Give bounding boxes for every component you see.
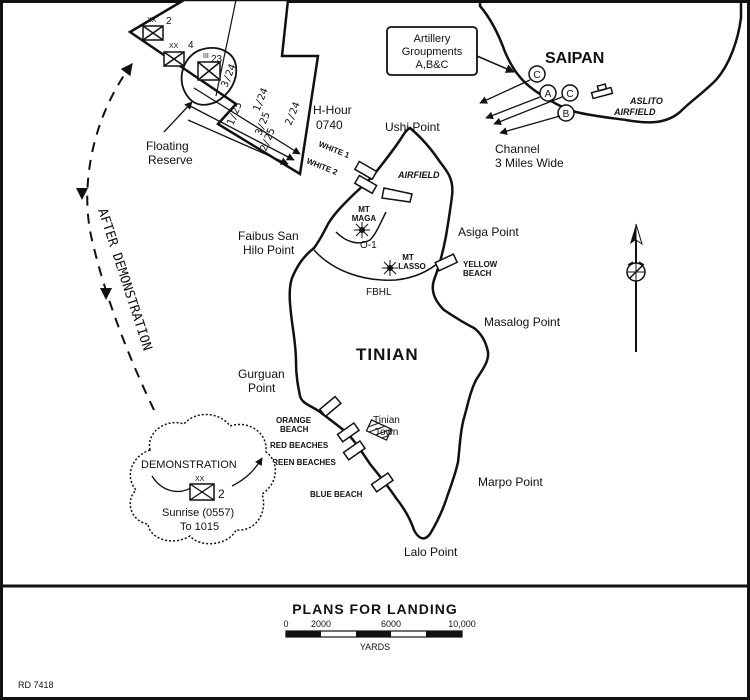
- div-2-mark: XX: [147, 17, 157, 24]
- div-23-mark: III: [203, 53, 209, 60]
- demonstration-time-2: To 1015: [180, 521, 219, 533]
- aslito-label-2: AIRFIELD: [613, 107, 656, 117]
- artillery-fire-arrows: [479, 79, 563, 135]
- battery-c1: C: [533, 70, 540, 81]
- saipan-island: [478, 0, 743, 124]
- h-hour-label-1: H-Hour: [313, 103, 352, 117]
- mt-lasso-peak-icon: [382, 260, 398, 276]
- fbhl-label: FBHL: [366, 287, 392, 298]
- route-chevrons: [76, 188, 112, 300]
- red-beaches-label: RED BEACHES: [270, 441, 329, 450]
- gurguan-point-label-1: Gurguan: [238, 367, 285, 381]
- ushi-point-label: Ushi Point: [385, 120, 440, 134]
- floating-reserve-outline: [180, 47, 238, 106]
- demo-unit-x2: [189, 483, 215, 501]
- demonstration-title: DEMONSTRATION: [141, 459, 237, 471]
- aslito-label-1: ASLITO: [629, 96, 663, 106]
- floating-reserve-label-2: Reserve: [148, 153, 193, 167]
- scale-tick-6000: 6000: [381, 619, 401, 629]
- orange-beach-label-2: BEACH: [280, 425, 309, 434]
- h-hour-label-2: 0740: [316, 118, 343, 132]
- green-beaches-label: GREEN BEACHES: [266, 458, 336, 467]
- demonstration-time-1: Sunrise (0557): [162, 507, 234, 519]
- beach-markers: [318, 160, 459, 493]
- floating-reserve-leader: [163, 101, 193, 133]
- scale-bar: [285, 630, 463, 638]
- gurguan-point-label-2: Point: [248, 381, 276, 395]
- channel-label-2: 3 Miles Wide: [495, 156, 564, 170]
- north-arrow-icon: [630, 223, 643, 352]
- white2-label: WHITE 2: [305, 157, 339, 178]
- battery-b: B: [563, 109, 570, 120]
- artillery-line3: A,B&C: [415, 59, 448, 71]
- asiga-point-label: Asiga Point: [458, 225, 519, 239]
- mt-maga-peak-icon: [354, 222, 370, 238]
- battalion-lanes: [187, 87, 301, 165]
- saipan-label: SAIPAN: [545, 50, 604, 67]
- tinian-airfield-symbol: [381, 187, 413, 203]
- blue-beach-label: BLUE BEACH: [310, 490, 363, 499]
- map-title: PLANS FOR LANDING: [292, 601, 458, 617]
- battery-a: A: [545, 89, 552, 100]
- division-symbols: [142, 25, 221, 81]
- div-4-number: 4: [188, 40, 194, 51]
- aslito-airfield-symbol: [590, 83, 614, 100]
- faibus-point-label-2: Hilo Point: [243, 243, 295, 257]
- after-demonstration-label: AFTER DEMONSTRATION: [94, 207, 154, 353]
- reference-code: RD 7418: [18, 680, 54, 690]
- div-4-mark: XX: [169, 43, 179, 50]
- white1-label: WHITE 1: [317, 140, 351, 161]
- scale-unit: YARDS: [360, 642, 390, 652]
- artillery-box: [386, 26, 478, 76]
- marpo-point-label: Marpo Point: [478, 475, 543, 489]
- objective-o1-label: O-1: [360, 240, 377, 251]
- artillery-line1: Artillery: [414, 33, 451, 45]
- mt-lasso-label-1: MT: [402, 253, 414, 262]
- artillery-leader: [476, 55, 515, 73]
- tinian-island: [288, 126, 490, 540]
- floating-reserve-label-1: Floating: [146, 139, 189, 153]
- tinian-airfield-label: AIRFIELD: [397, 170, 440, 180]
- tinian-town-label-1: Tinian: [373, 415, 400, 426]
- mt-maga-label-2: MAGA: [352, 214, 377, 223]
- after-demonstration-route: [86, 63, 155, 411]
- masalog-point-label: Masalog Point: [484, 315, 561, 329]
- mt-maga-label-1: MT: [358, 205, 370, 214]
- scale-tick-0: 0: [283, 619, 288, 629]
- orange-beach-label-1: ORANGE: [276, 416, 312, 425]
- scale-tick-2000: 2000: [311, 619, 331, 629]
- div-2-number: 2: [166, 16, 172, 27]
- marine-corps-emblem-icon: [626, 261, 646, 282]
- o1-line: [335, 211, 387, 244]
- demonstration-area: [129, 413, 276, 545]
- demonstration-unit-number: 2: [218, 487, 225, 501]
- yellow-beach-label-2: BEACH: [463, 269, 492, 278]
- yellow-beach-label-1: YELLOW: [463, 260, 498, 269]
- tinian-town-symbol: [365, 419, 393, 441]
- tinian-label: TINIAN: [356, 345, 419, 364]
- div-23-number: 23: [211, 54, 223, 65]
- demonstration-arrow: [231, 457, 263, 487]
- scale-tick-10000: 10,000: [448, 619, 476, 629]
- fbhl-line: [313, 249, 443, 281]
- lalo-point-label: Lalo Point: [404, 545, 458, 559]
- tinian-town-label-2: Town: [375, 427, 398, 438]
- demonstration-unit-mark: XX: [195, 476, 205, 483]
- channel-label-1: Channel: [495, 142, 540, 156]
- artillery-batteries: C A C B: [528, 65, 579, 122]
- artillery-line2: Groupments: [402, 46, 463, 58]
- faibus-point-label-1: Faibus San: [238, 229, 299, 243]
- mt-lasso-label-2: LASSO: [398, 262, 426, 271]
- battery-c2: C: [566, 89, 573, 100]
